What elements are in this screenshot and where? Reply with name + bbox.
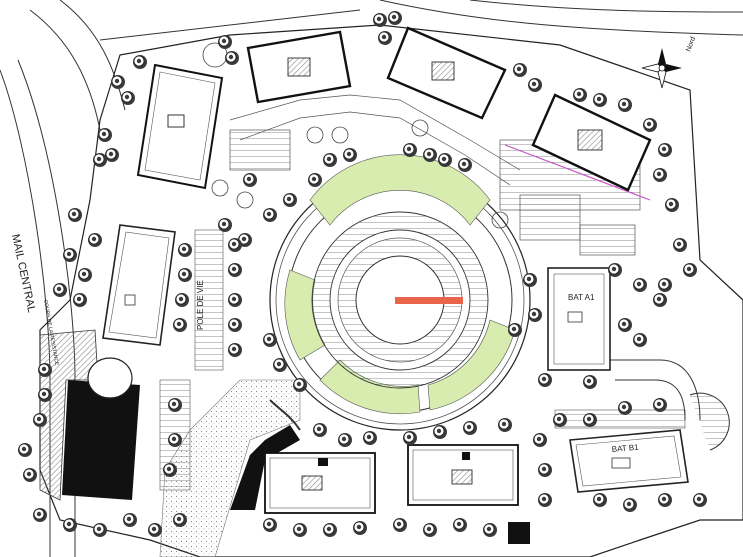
building-south-1 (264, 452, 376, 514)
purple-path (504, 144, 651, 201)
building-north-3 (531, 93, 652, 192)
label-mail-central: MAIL CENTRAL (9, 233, 37, 313)
building-bat-a1 (547, 267, 611, 371)
accent-bar (395, 297, 463, 304)
building-north-2 (386, 26, 507, 120)
label-pole-de-vie: POLE DE VIE (196, 280, 205, 330)
north-label: Nord (685, 36, 697, 53)
building-north-west (136, 42, 228, 190)
label-bat-b1: BAT B1 (611, 443, 639, 454)
plaza (159, 379, 301, 557)
black-square (508, 522, 530, 544)
roundabout (269, 154, 531, 431)
black-curve (230, 425, 300, 510)
building-west (102, 224, 176, 346)
building-south-2 (407, 444, 519, 506)
building-north-1 (246, 30, 352, 104)
pole-de-vie (194, 229, 224, 371)
north-arrow-icon (641, 48, 682, 89)
label-bat-a1: BAT A1 (568, 293, 595, 302)
building-south-west (39, 329, 191, 501)
road-north (99, 0, 743, 41)
site-boundary (39, 24, 743, 557)
